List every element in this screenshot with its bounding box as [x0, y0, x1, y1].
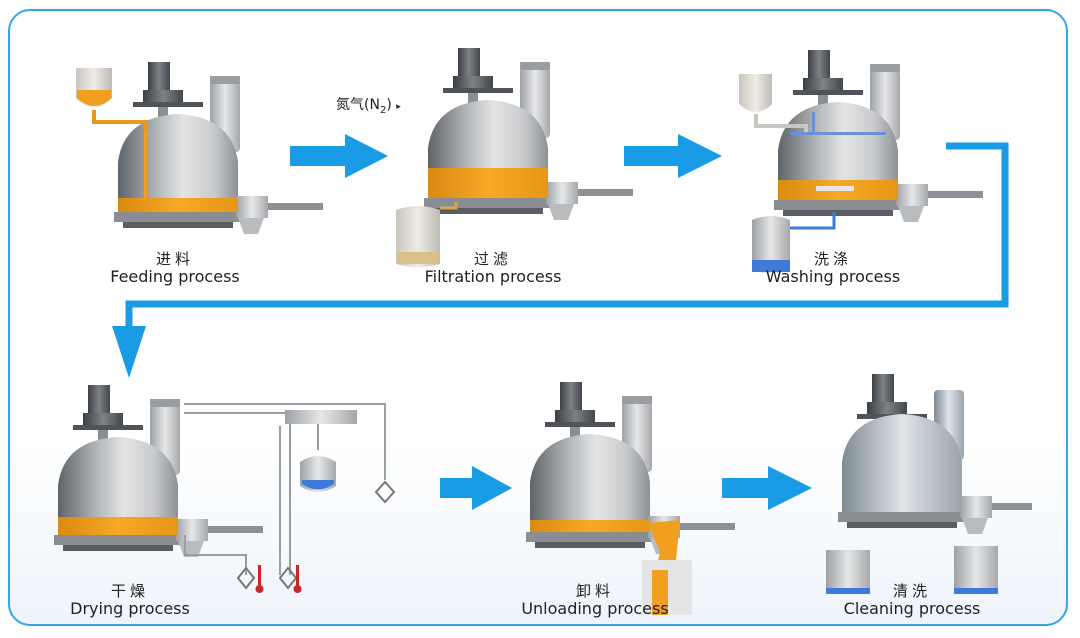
- step-label-washing: 洗涤 Washing process: [758, 250, 908, 286]
- unloading-vessel: [526, 382, 735, 554]
- arrow-feeding-to-filtration: [290, 134, 388, 178]
- arrow-drying-to-unloading: [440, 466, 512, 510]
- cleaning-vessel: [838, 374, 1032, 534]
- step-label-cleaning: 清洗 Cleaning process: [832, 582, 992, 618]
- nitrogen-label-subscript: 2: [379, 104, 387, 116]
- drying-vessel: [54, 385, 263, 557]
- step-zh: 清洗: [892, 582, 931, 600]
- step-zh: 过滤: [473, 250, 512, 268]
- wash-receiver: [752, 212, 836, 273]
- arrow-unloading-to-cleaning: [722, 466, 812, 510]
- step-label-drying: 干燥 Drying process: [60, 582, 200, 618]
- feed-hopper: [76, 68, 148, 132]
- drying-condenser-loop: [184, 403, 386, 575]
- unloading-chute: [642, 520, 692, 615]
- nitrogen-label-zh: 氮气: [336, 97, 364, 113]
- drying-receiver: [300, 456, 336, 492]
- step-zh: 干燥: [110, 582, 149, 600]
- step-zh: 卸料: [575, 582, 614, 600]
- step-zh: 进料: [155, 250, 194, 268]
- step-label-filtration: 过滤 Filtration process: [408, 250, 578, 286]
- step-zh: 洗涤: [813, 250, 852, 268]
- nitrogen-arrow: ▸: [396, 102, 401, 112]
- nitrogen-label-close: ): [386, 97, 392, 113]
- filtration-vessel: [424, 48, 633, 220]
- arrow-washing-to-drying: [112, 142, 1009, 378]
- step-en: Drying process: [70, 599, 190, 618]
- step-label-unloading: 卸料 Unloading process: [505, 582, 685, 618]
- filtrate-receiver: [396, 202, 458, 267]
- step-en: Washing process: [765, 267, 901, 286]
- step-label-feeding: 进料 Feeding process: [95, 250, 255, 286]
- step-en: Filtration process: [424, 267, 562, 286]
- wash-hopper: [739, 74, 808, 132]
- drying-pumps: [236, 480, 396, 593]
- feeding-vessel: [114, 62, 323, 234]
- washing-vessel: [774, 50, 983, 222]
- step-en: Cleaning process: [843, 599, 981, 618]
- arrow-filtration-to-washing: [624, 134, 722, 178]
- nitrogen-label-paren: (N: [364, 97, 380, 113]
- nitrogen-label: 氮气(N2) ▸: [336, 94, 401, 116]
- cleaning-tanks: [826, 546, 998, 594]
- step-en: Unloading process: [521, 599, 669, 618]
- step-en: Feeding process: [110, 267, 240, 286]
